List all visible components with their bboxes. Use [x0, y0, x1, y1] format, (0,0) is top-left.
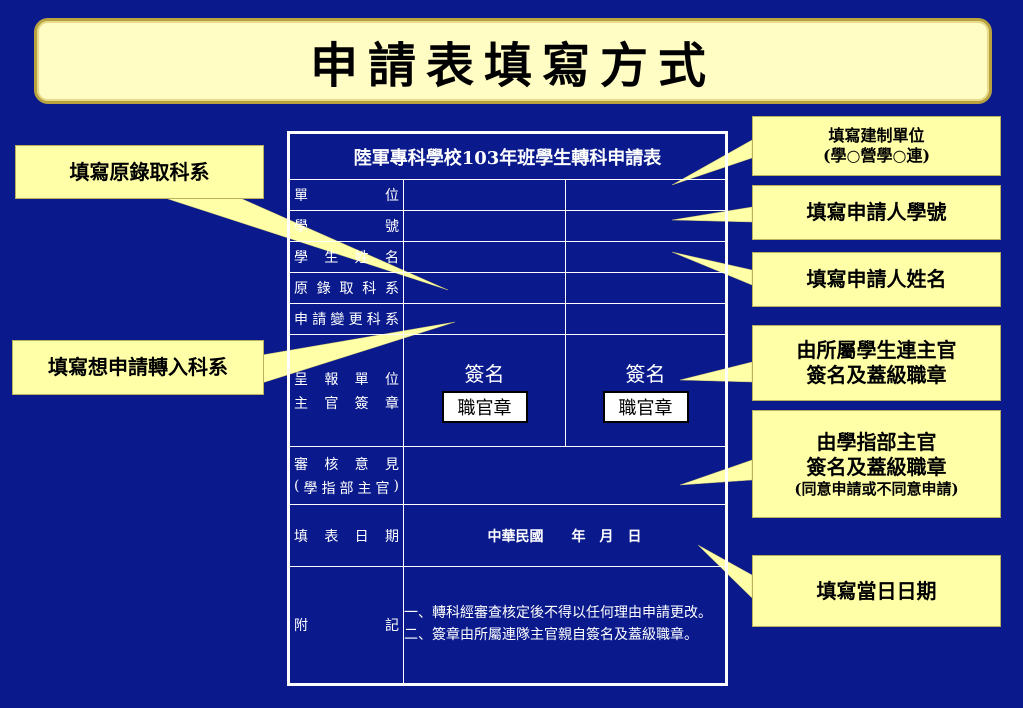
field-student-name-2[interactable] — [565, 241, 726, 273]
note-item-1: 一、轉科經審查核定後不得以任何理由申請更改。 — [404, 605, 712, 622]
signature-label-1: 簽名 — [464, 362, 505, 386]
label-unit: 單位 — [289, 179, 404, 211]
notes-cell: 一、轉科經審查核定後不得以任何理由申請更改。 二、簽章由所屬連隊主官親自簽名及蓋… — [403, 566, 726, 684]
callout-company-sign: 由所屬學生連主官 簽名及蓋級職章 — [752, 325, 1001, 401]
field-unit-1[interactable] — [403, 179, 566, 211]
field-review[interactable] — [403, 446, 726, 505]
callout-orig-dept: 填寫原錄取科系 — [15, 145, 264, 199]
signature-cell-1[interactable]: 簽名 職官章 — [403, 334, 566, 447]
label-review: 審核意見 (學指部主官) — [289, 446, 404, 505]
field-unit-2[interactable] — [565, 179, 726, 211]
label-date: 填表日期 — [289, 504, 404, 567]
form-header: 陸軍專科學校103年班學生轉科申請表 — [289, 133, 726, 180]
label-report-sign: 呈報單位 主官簽章 — [289, 334, 404, 447]
label-change-dept: 申請變更科系 — [289, 303, 404, 335]
field-orig-dept-1[interactable] — [403, 272, 566, 304]
signature-label-2: 簽名 — [625, 362, 666, 386]
callout-student-id: 填寫申請人學號 — [752, 185, 1001, 240]
signature-cell-2[interactable]: 簽名 職官章 — [565, 334, 726, 447]
field-change-dept-1[interactable] — [403, 303, 566, 335]
field-student-id-2[interactable] — [565, 210, 726, 242]
callout-date: 填寫當日日期 — [752, 555, 1001, 627]
field-date[interactable]: 中華民國 年 月 日 — [403, 504, 726, 567]
official-stamp-2: 職官章 — [602, 391, 689, 423]
field-change-dept-2[interactable] — [565, 303, 726, 335]
title-banner: 申請表填寫方式 — [34, 18, 992, 104]
label-student-name: 學生姓名 — [289, 241, 404, 273]
transfer-application-form: 陸軍專科學校103年班學生轉科申請表 單位 學號 學生姓名 原錄取科系 — [287, 131, 728, 686]
label-student-id: 學號 — [289, 210, 404, 242]
label-unit-text: 單位 — [294, 188, 399, 204]
field-student-id-1[interactable] — [403, 210, 566, 242]
callout-unit: 填寫建制單位 (學○營學○連) — [752, 116, 1001, 176]
callout-target-dept: 填寫想申請轉入科系 — [12, 340, 264, 395]
label-notes: 附記 — [289, 566, 404, 684]
note-item-2: 二、簽章由所屬連隊主官親自簽名及蓋級職章。 — [404, 627, 698, 643]
callout-student-name: 填寫申請人姓名 — [752, 252, 1001, 307]
field-orig-dept-2[interactable] — [565, 272, 726, 304]
callout-command-sign: 由學指部主官 簽名及蓋級職章 (同意申請或不同意申請) — [752, 410, 1001, 518]
field-student-name-1[interactable] — [403, 241, 566, 273]
label-orig-dept: 原錄取科系 — [289, 272, 404, 304]
official-stamp-1: 職官章 — [441, 391, 528, 423]
page-title: 申請表填寫方式 — [309, 38, 716, 94]
